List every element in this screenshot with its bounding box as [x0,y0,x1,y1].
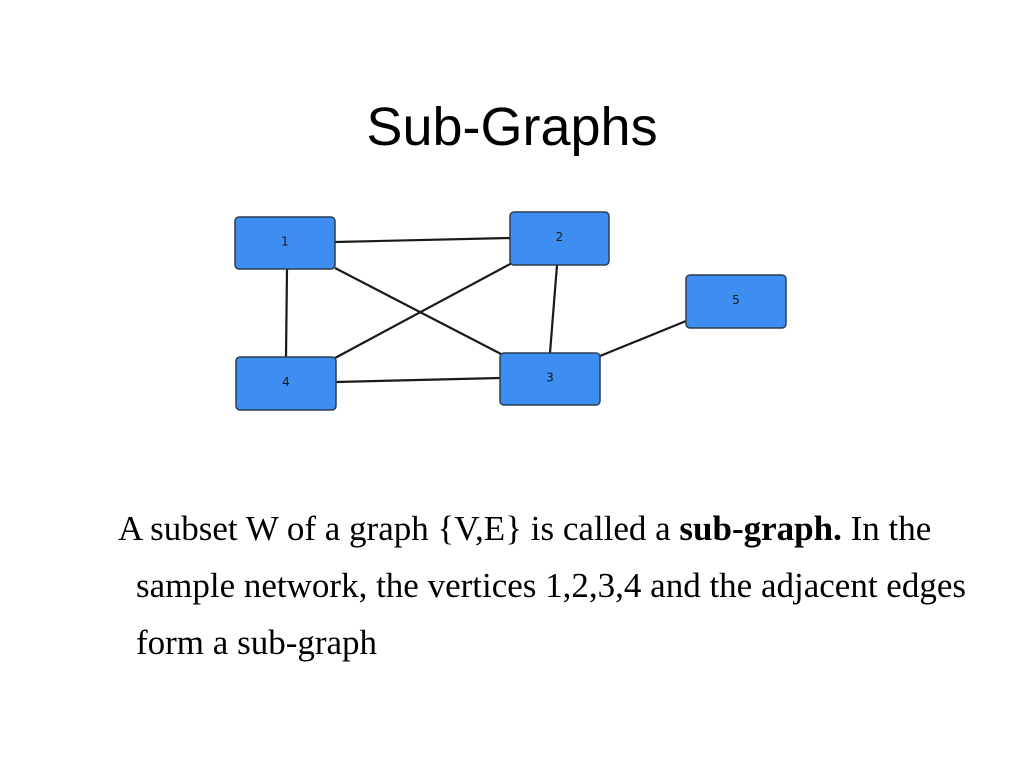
node-4-box [235,356,337,411]
node-2: 2 [509,211,610,266]
slide-title: Sub-Graphs [366,97,658,157]
edge-4-3 [335,376,501,384]
edge-1-3 [334,267,502,355]
body-text-intro: A subset W of a graph {V,E} is called a [118,509,680,548]
slide-body-text: A subset W of a graph {V,E} is called a … [118,500,966,671]
node-5: 5 [685,274,787,329]
node-1-box [234,216,336,270]
edge-3-5 [599,319,687,358]
node-1-label: 1 [281,235,289,249]
node-3-box [499,352,601,406]
node-2-label: 2 [556,230,564,244]
nodes-layer: 1 2 3 4 5 [234,211,787,411]
node-5-box [685,274,787,329]
node-4-label: 4 [282,375,290,389]
edge-2-3 [548,264,559,354]
node-2-box [509,211,610,266]
edge-1-2 [334,236,511,244]
body-text-term: sub-graph. [679,509,842,548]
node-3-label: 3 [546,371,554,385]
edge-2-4 [334,262,513,359]
edges-layer [284,236,687,384]
node-1: 1 [234,216,336,270]
body-text-rest: In the sample network, the vertices 1,2,… [136,509,966,662]
node-3: 3 [499,352,601,406]
node-4: 4 [235,356,337,411]
edge-1-4 [284,268,289,358]
node-5-label: 5 [732,293,740,307]
